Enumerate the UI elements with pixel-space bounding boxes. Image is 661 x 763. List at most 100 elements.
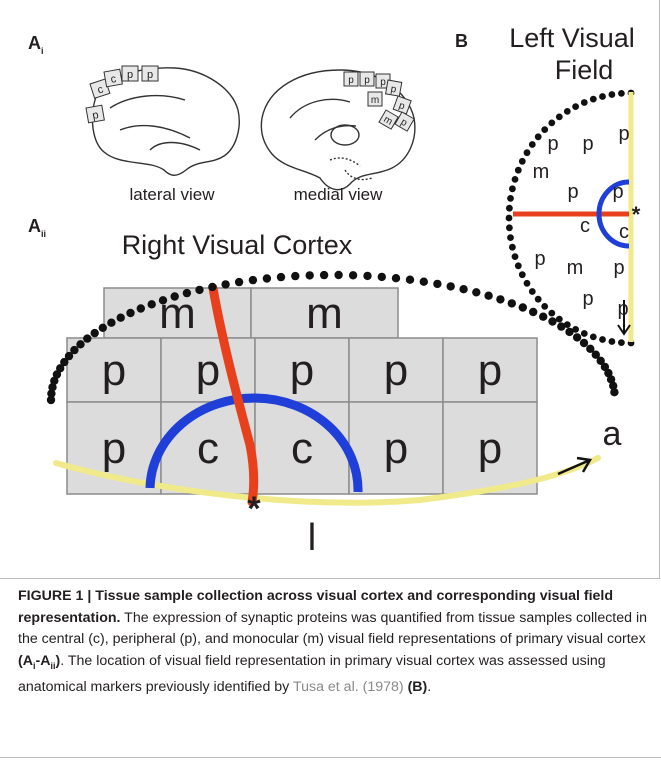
outline-dot [459, 285, 467, 293]
visual-field-marker-star: * [632, 202, 641, 227]
field-dot [515, 167, 522, 174]
field-dot [609, 91, 616, 98]
visual-field-labels: ppmppccpmpppp [533, 123, 630, 320]
lateral-sample-tile: p [142, 66, 158, 81]
field-dot [556, 316, 563, 323]
svg-text:p: p [364, 75, 370, 86]
tile-label: p [478, 424, 502, 473]
field-dot [529, 141, 536, 148]
outline-dot [496, 295, 504, 303]
outline-dot [529, 308, 537, 316]
field-label: m [533, 161, 550, 183]
outline-dot [406, 276, 414, 284]
outline-dot [508, 299, 516, 307]
outline-dot [363, 272, 371, 280]
panel-letter-ai: Ai [28, 33, 44, 56]
outline-dot [447, 282, 455, 290]
field-dot [524, 149, 531, 156]
field-dot [564, 108, 571, 115]
outline-dot [306, 271, 314, 279]
outline-dot [548, 317, 556, 325]
field-label: c [619, 221, 629, 243]
svg-text:p: p [348, 75, 354, 86]
lateral-sample-tiles: pccpp [86, 66, 158, 123]
outline-dot [420, 278, 428, 286]
tile-label: c [291, 424, 313, 473]
cortex-tile-middle-3: p [349, 338, 443, 402]
caption-reference-link[interactable]: Tusa et al. (1978) [293, 679, 404, 695]
field-dot [529, 288, 536, 295]
outline-dot [519, 303, 527, 311]
field-label: p [613, 257, 624, 279]
field-dot [599, 93, 606, 100]
figure-caption: FIGURE 1 | Tissue sample collection acro… [18, 586, 648, 698]
field-dot [548, 120, 555, 127]
tile-label: p [290, 346, 314, 395]
field-dot [535, 133, 542, 140]
visual-field-title-line2: Field [555, 55, 614, 85]
svg-text:m: m [371, 95, 379, 106]
lateral-sample-tile: p [122, 66, 138, 81]
field-dot [507, 195, 514, 202]
outline-dot [137, 304, 145, 312]
field-dot [519, 271, 526, 278]
cortex-title: Right Visual Cortex [122, 230, 353, 260]
outline-dot [433, 280, 441, 288]
outline-dot [263, 274, 271, 282]
svg-text:p: p [380, 77, 386, 88]
field-label: m [567, 257, 584, 279]
outline-dot [99, 324, 107, 332]
outline-dot [171, 292, 179, 300]
medial-view-caption: medial view [294, 185, 384, 204]
outline-dot [249, 276, 257, 284]
field-dot [599, 336, 606, 343]
field-label: c [580, 215, 590, 237]
outline-dot [195, 286, 203, 294]
outline-dot [208, 283, 216, 291]
field-dot [572, 326, 579, 333]
outline-dot [539, 313, 547, 321]
field-dot [519, 158, 526, 165]
outline-dot [291, 272, 299, 280]
medial-sample-tile: m [379, 110, 398, 129]
field-dot [535, 296, 542, 303]
outline-dot [484, 292, 492, 300]
svg-text:p: p [147, 69, 153, 81]
tile-label: p [384, 424, 408, 473]
outline-dot [107, 319, 115, 327]
caption-text-4: . [427, 679, 431, 695]
medial-sample-tile: p [393, 96, 411, 114]
cortex-tile-middle-2: p [255, 338, 349, 402]
label-anterior: a [603, 415, 622, 453]
cortex-tile-bottom-2: c [255, 402, 349, 494]
field-dot [509, 185, 516, 192]
outline-dot [235, 278, 243, 286]
field-dot [581, 99, 588, 106]
tile-label: p [478, 346, 502, 395]
outline-dot [221, 280, 229, 288]
tile-label: c [197, 424, 219, 473]
label-lateral: l [308, 517, 316, 559]
medial-sample-tile: m [368, 92, 382, 106]
field-label: p [547, 133, 558, 155]
cortex-tile-bottom-3: p [349, 402, 443, 494]
field-dot [507, 234, 514, 241]
outline-dot [320, 271, 328, 279]
figure-panel: Ai Aii B pccpp lateral view ppppmpmp med… [0, 0, 661, 579]
medial-sample-tile: p [386, 80, 402, 96]
visual-field-title-line1: Left Visual [509, 23, 635, 53]
field-label: p [567, 181, 578, 203]
outline-dot [610, 388, 618, 396]
field-dot [515, 262, 522, 269]
field-dot [512, 176, 519, 183]
caption-ref-a: (Ai-Aii) [18, 653, 60, 669]
tile-label: p [102, 346, 126, 395]
lateral-sample-tile: c [104, 69, 122, 87]
outline-dot [91, 329, 99, 337]
outline-dot [183, 289, 191, 297]
field-label: p [534, 248, 545, 270]
outline-dot [83, 334, 91, 342]
cortex-marker-star: * [247, 490, 261, 528]
field-dot [572, 103, 579, 110]
